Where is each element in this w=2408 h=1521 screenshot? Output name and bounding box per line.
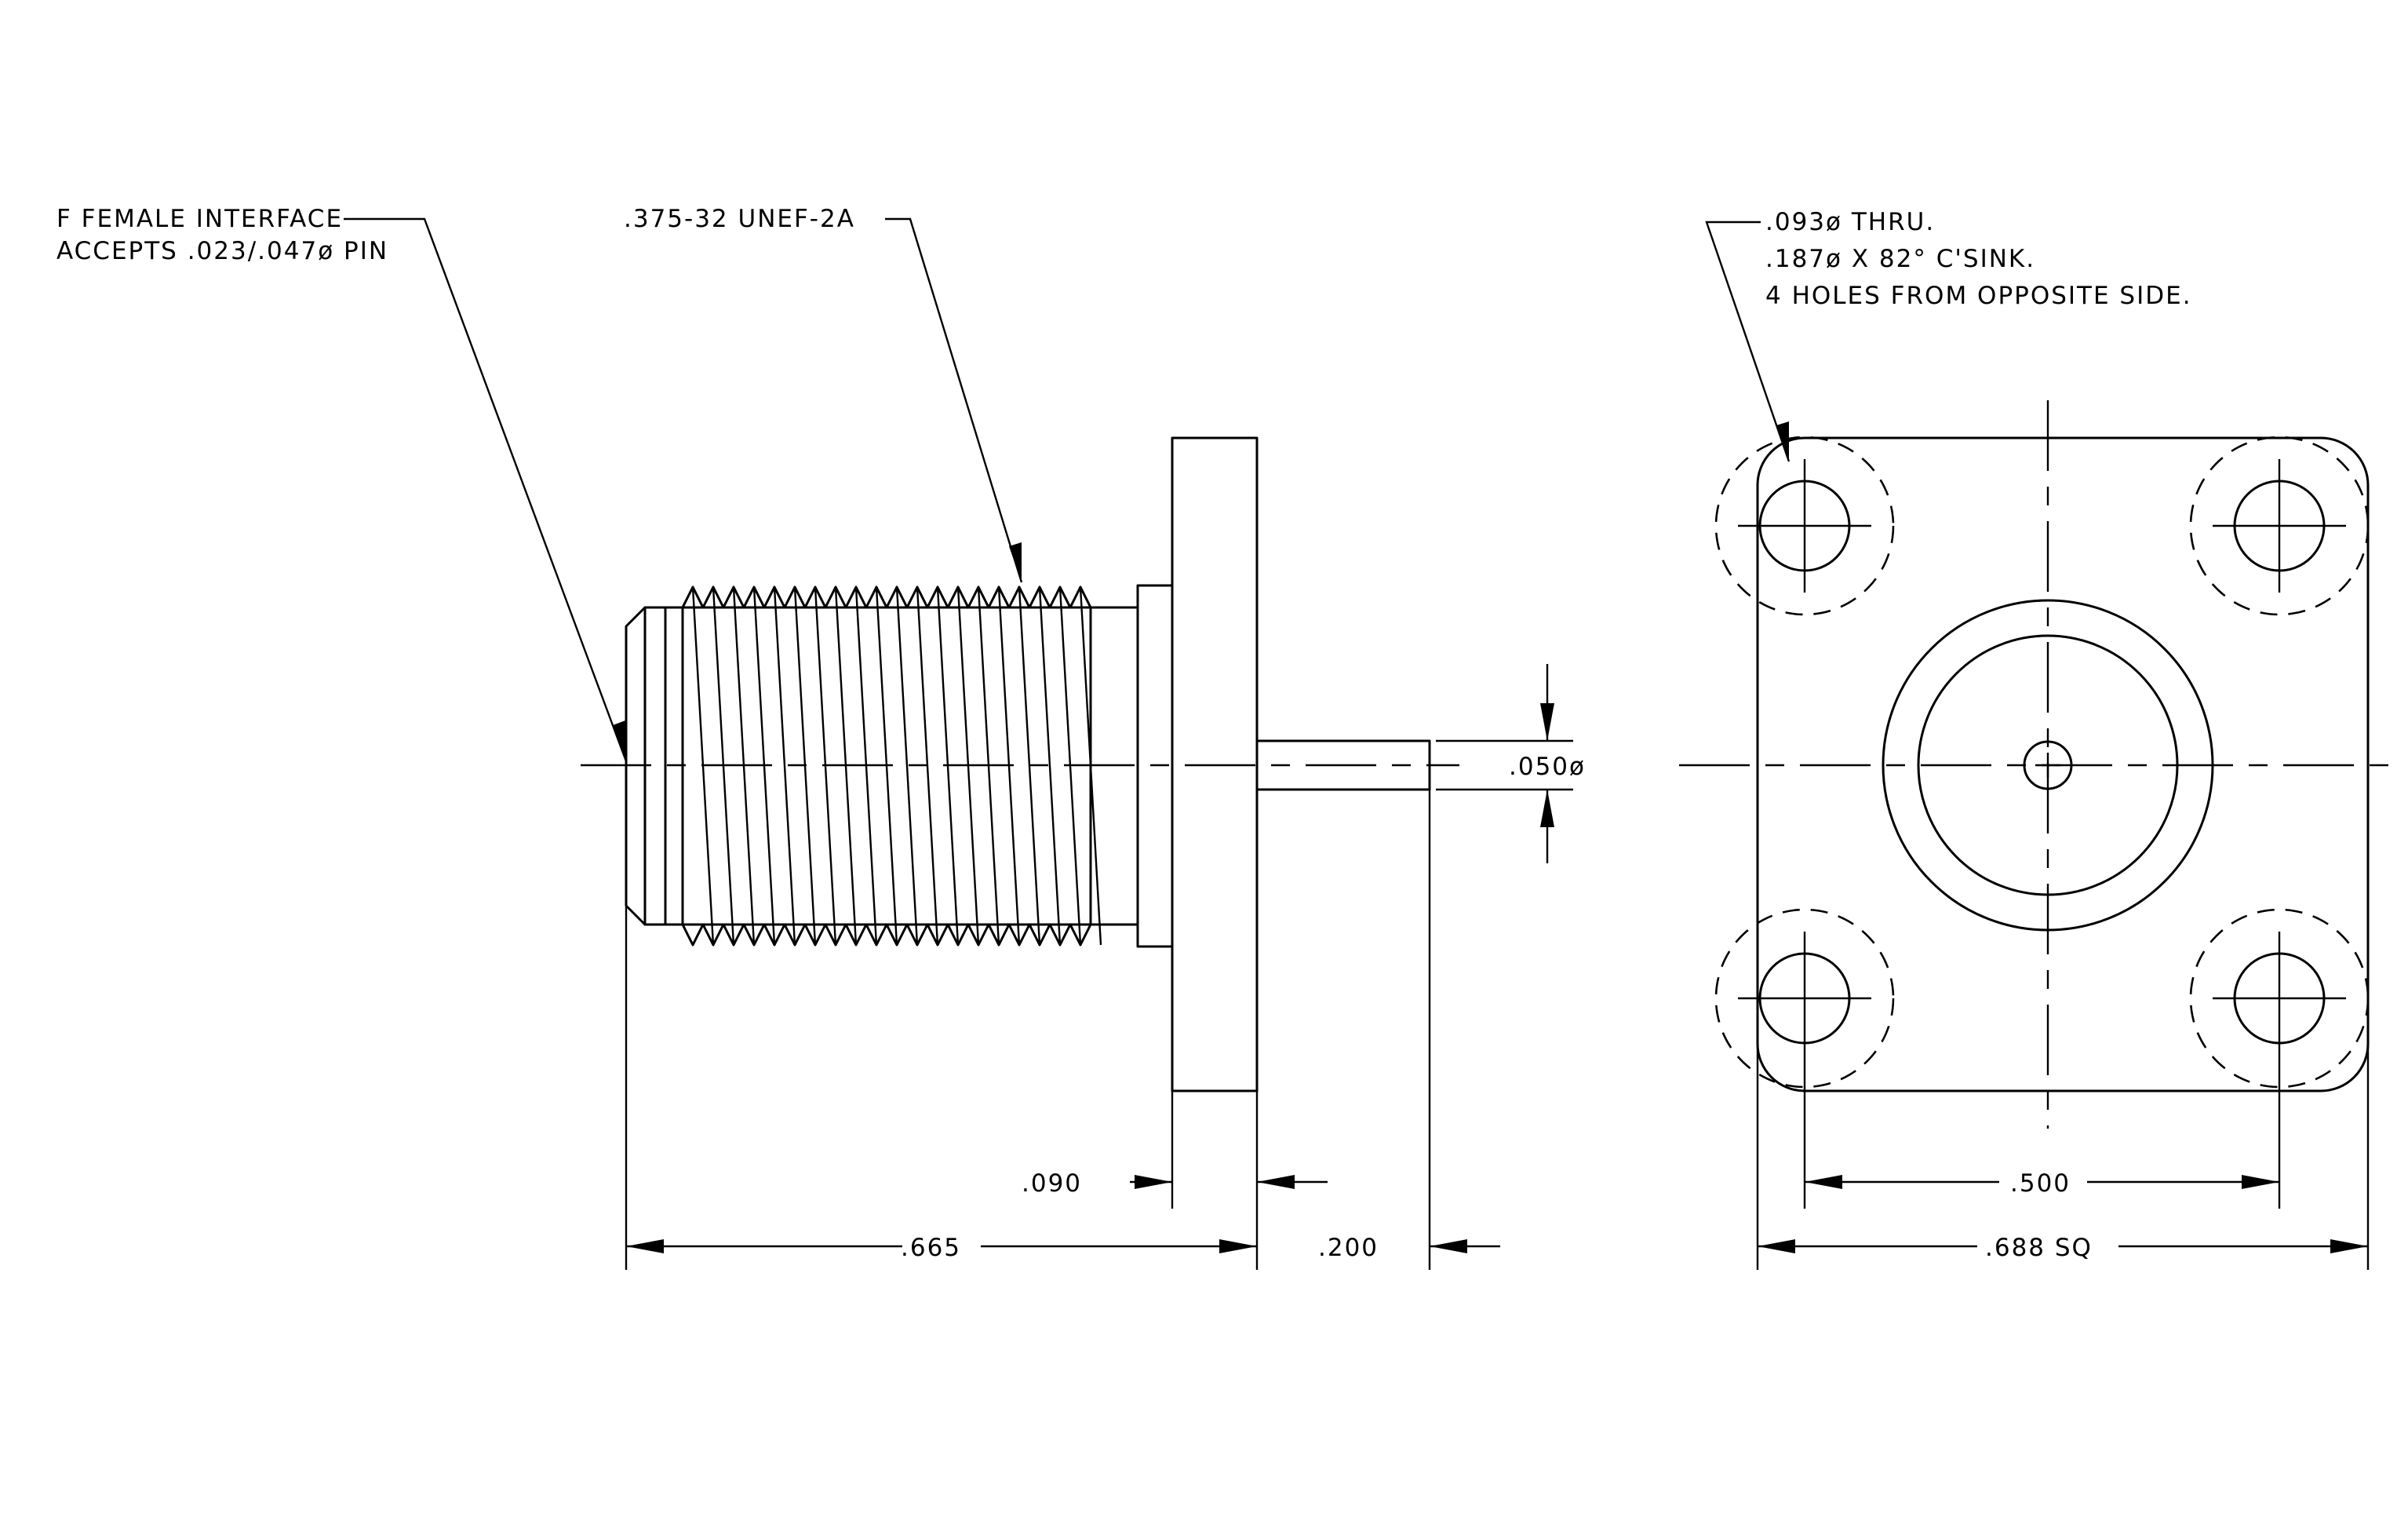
annotation-text: F FEMALE INTERFACE ACCEPTS .023/.047ø PI… xyxy=(56,205,2192,1262)
mounting-hole-tr xyxy=(2189,436,2370,616)
thread-line xyxy=(773,586,796,946)
thread-line xyxy=(895,586,919,946)
interface-note-line1: F FEMALE INTERFACE xyxy=(56,205,343,233)
mounting-hole-tl xyxy=(1714,436,1895,616)
dim-hole-spacing: .500 xyxy=(2010,1169,2071,1198)
mounting-hole-bl xyxy=(1714,908,1895,1089)
thread-spec-note: .375-32 UNEF-2A xyxy=(624,205,855,233)
dim-flange-square: .688 SQ xyxy=(1985,1234,2093,1262)
flange-square xyxy=(1756,436,2370,1092)
holes-note-line3: 4 HOLES FROM OPPOSITE SIDE. xyxy=(1765,282,2192,310)
holes-note-line1: .093ø THRU. xyxy=(1765,208,1935,236)
leader-lines xyxy=(344,217,1791,762)
dim-pin-length: .200 xyxy=(1318,1234,1379,1262)
dim-flange-thickness: .090 xyxy=(1022,1169,1082,1198)
thread-line xyxy=(1038,586,1062,946)
mounting-hole-br xyxy=(2189,908,2370,1089)
interface-note-line2: ACCEPTS .023/.047ø PIN xyxy=(56,237,388,265)
dimension-lines xyxy=(625,664,2370,1270)
dim-overall-length: .665 xyxy=(901,1234,961,1262)
front-view xyxy=(1679,400,2403,1129)
holes-note-line2: .187ø X 82° C'SINK. xyxy=(1765,245,2035,273)
side-view xyxy=(581,436,1459,1092)
dim-pin-diameter: .050ø xyxy=(1509,753,1586,781)
